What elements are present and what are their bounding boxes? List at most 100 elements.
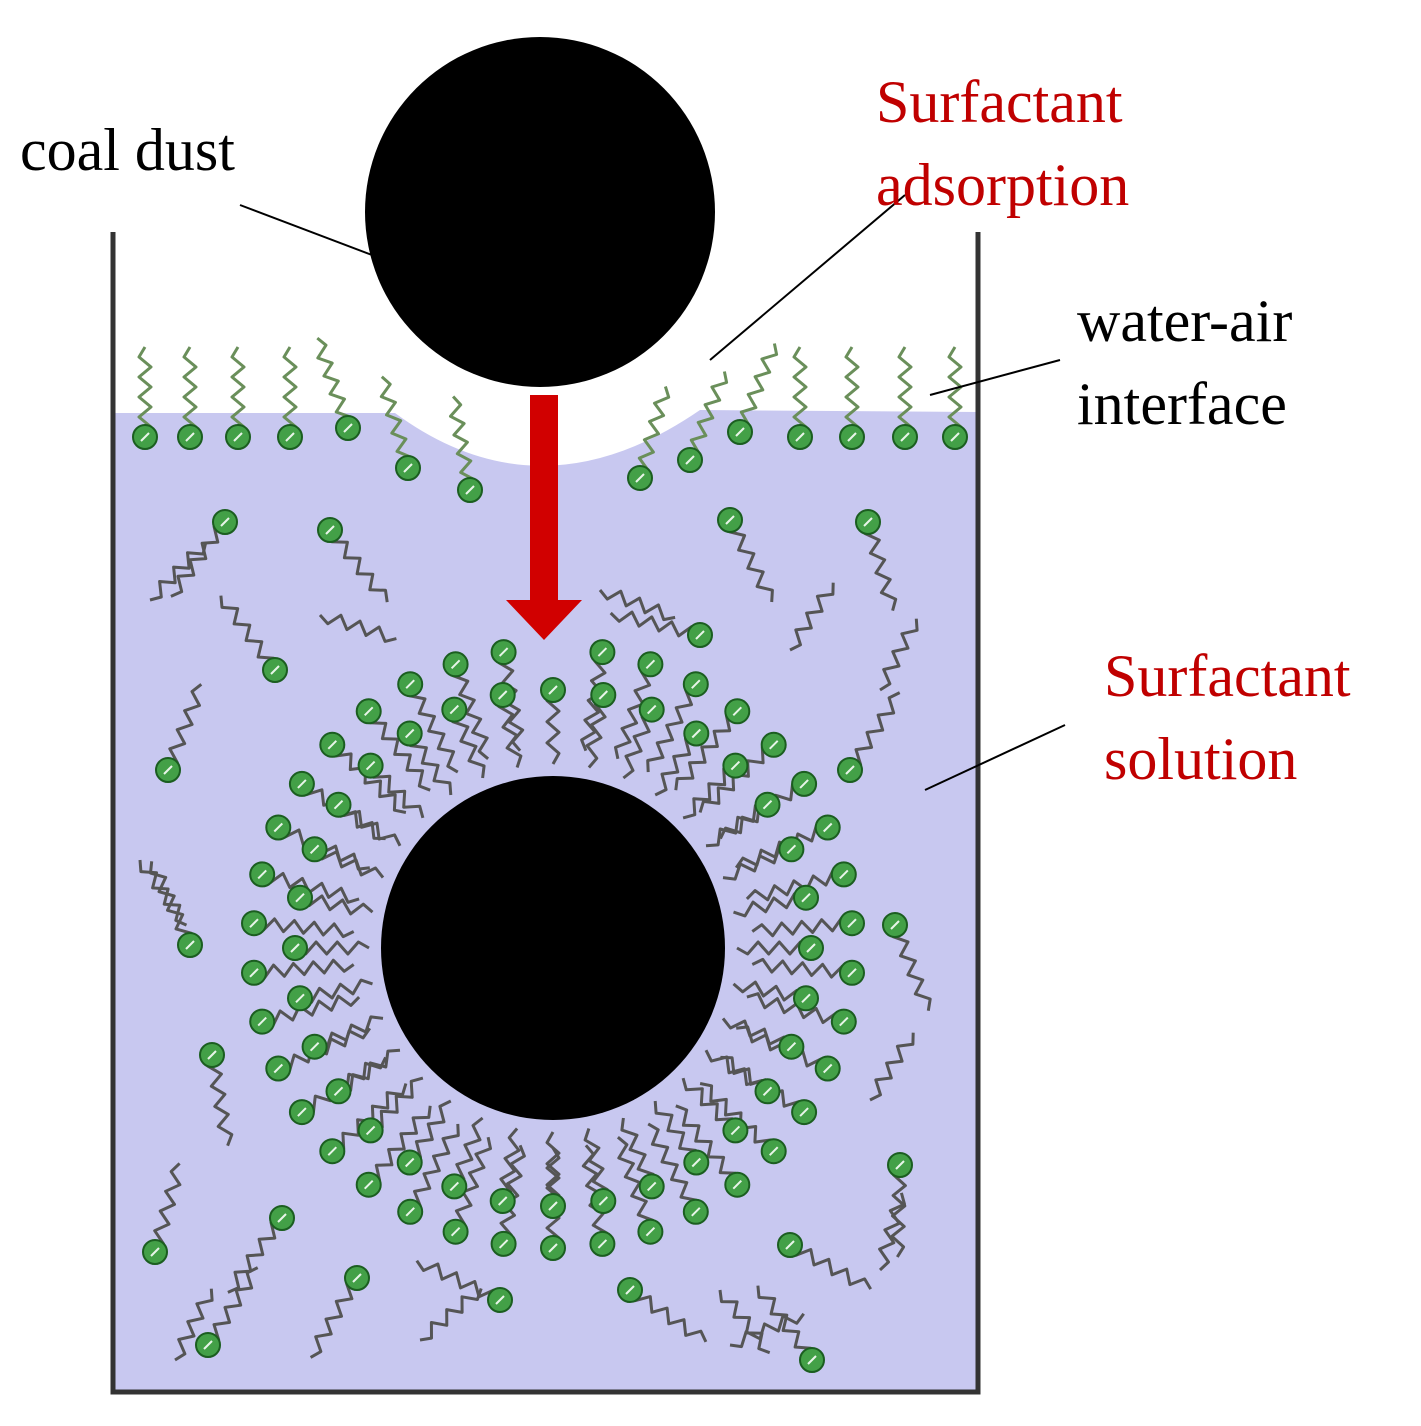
surfactant-head-mark — [732, 1179, 743, 1190]
surfactant-head-mark — [597, 1239, 608, 1249]
surfactant-head-mark — [730, 760, 741, 771]
surfactant-tail — [675, 1104, 739, 1185]
surfactant-head-mark — [365, 760, 376, 771]
surfactant-tail — [309, 1276, 358, 1359]
surfactant-head-mark — [839, 1016, 849, 1027]
surfactant-tail — [614, 663, 652, 760]
surfactant-head-mark — [185, 940, 195, 950]
surfactant-head-mark — [822, 1063, 833, 1074]
surfactant-tail — [415, 1259, 502, 1301]
free-surfactant-tail — [149, 542, 208, 602]
surfactant-head-mark — [495, 1295, 505, 1305]
surfactant-head-mark — [365, 1125, 376, 1136]
surfactant-head-mark — [890, 920, 900, 930]
surfactant-tail — [261, 994, 361, 1027]
surfactant-tail — [253, 958, 355, 980]
surfactant-head-mark — [847, 432, 857, 442]
surfactant-tail — [647, 1122, 698, 1212]
surfactant-head-mark — [150, 1247, 160, 1257]
surfactant-head-mark — [548, 1243, 558, 1253]
surfactant-tail — [897, 346, 913, 438]
surfactant-head-mark — [405, 1207, 415, 1217]
surfactant-head-mark — [404, 1157, 415, 1168]
surfactant-tail — [328, 529, 389, 603]
surfactant-head-mark — [786, 1041, 797, 1052]
surfactant-head-mark — [163, 765, 173, 775]
surfactant-head-mark — [277, 1213, 287, 1223]
surfactant-head-mark — [548, 685, 558, 695]
surfactant-head-mark — [691, 728, 702, 739]
surfactant-tail — [751, 916, 853, 938]
surfactant-head-mark — [297, 779, 307, 789]
surfactant-tail — [756, 1285, 814, 1361]
surfactant-head-mark — [768, 740, 779, 750]
surfactant-head-mark — [449, 704, 460, 715]
surfactant-head-mark — [807, 1355, 817, 1365]
surfactant-tail — [722, 846, 792, 881]
surfactant-head-mark — [333, 799, 344, 810]
surfactant-head-mark — [404, 728, 415, 739]
surfactant-tail — [849, 691, 901, 772]
surfactant-head-mark — [795, 432, 805, 442]
surfactant-head-mark — [785, 1240, 795, 1250]
surfactant-tail — [844, 346, 860, 438]
surfactant-tail — [219, 595, 277, 671]
surfactant-tail — [253, 917, 355, 939]
coal-dust-particle-submerged — [381, 776, 725, 1120]
surfactant-head-mark — [695, 630, 705, 640]
surfactant-tail — [408, 684, 459, 774]
surfactant-head-mark — [863, 517, 873, 527]
surfactant-head-mark — [548, 1201, 558, 1211]
free-surfactant-tail — [598, 589, 676, 622]
surfactant-tail — [454, 1136, 492, 1233]
label-surfactant-solution-line1: Surfactant — [1104, 643, 1351, 709]
surfactant-head-mark — [950, 432, 960, 442]
surfactant-head-mark — [309, 1041, 320, 1052]
label-water-air-interface-line2: interface — [1077, 371, 1287, 437]
free-surfactant-tail — [318, 613, 397, 643]
surfactant-head-mark — [646, 704, 657, 715]
surfactant-head-mark — [847, 968, 857, 978]
surfactant-tail — [149, 861, 193, 946]
surfactant-tail — [637, 386, 671, 480]
surfactant-head-mark — [725, 515, 735, 525]
surfactant-head-mark — [806, 943, 816, 953]
surfactant-tail — [727, 519, 774, 603]
surfactant-tail — [699, 1082, 776, 1152]
surfactant-head-mark — [598, 1196, 609, 1206]
free-surfactant-tail — [879, 618, 919, 692]
surfactant-tail — [947, 346, 963, 438]
surfactant-tail — [316, 336, 353, 429]
coal-dust-particle-top — [365, 37, 715, 387]
free-surfactant-tail — [789, 582, 835, 652]
free-surfactant-tail — [419, 1288, 483, 1342]
surfactant-head-mark — [691, 679, 701, 689]
surfactant-head-mark — [325, 525, 335, 535]
surfactant-head-mark — [645, 659, 656, 670]
surfactant-head-mark — [801, 892, 811, 903]
surfactant-tail — [646, 682, 697, 773]
surfactant-head-mark — [625, 1285, 635, 1295]
surfactant-head-mark — [786, 844, 797, 855]
surfactant-tail — [792, 346, 808, 438]
surfactant-head-mark — [839, 869, 849, 880]
surfactant-head-mark — [685, 455, 695, 465]
surfactant-tail — [745, 869, 845, 902]
surfactant-tail — [788, 1244, 872, 1290]
surfactant-tail — [314, 1015, 384, 1050]
surfactant-head-mark — [290, 943, 300, 953]
surfactant-head-mark — [762, 799, 773, 810]
surfactant-tail — [890, 1164, 907, 1258]
surfactant-tail — [230, 346, 246, 438]
surfactant-head-mark — [598, 690, 609, 700]
surfactant-head-mark — [799, 779, 809, 789]
surfactant-head-mark — [295, 993, 305, 1004]
surfactant-tail — [609, 610, 702, 638]
surfactant-head-mark — [730, 1125, 741, 1136]
surfactant-head-mark — [352, 1273, 362, 1283]
label-water-air-interface-line1: water-air — [1077, 288, 1293, 354]
leader-line-coal-dust — [239, 204, 373, 256]
surfactant-head-mark — [645, 1226, 656, 1237]
surfactant-head-mark — [257, 1016, 267, 1027]
